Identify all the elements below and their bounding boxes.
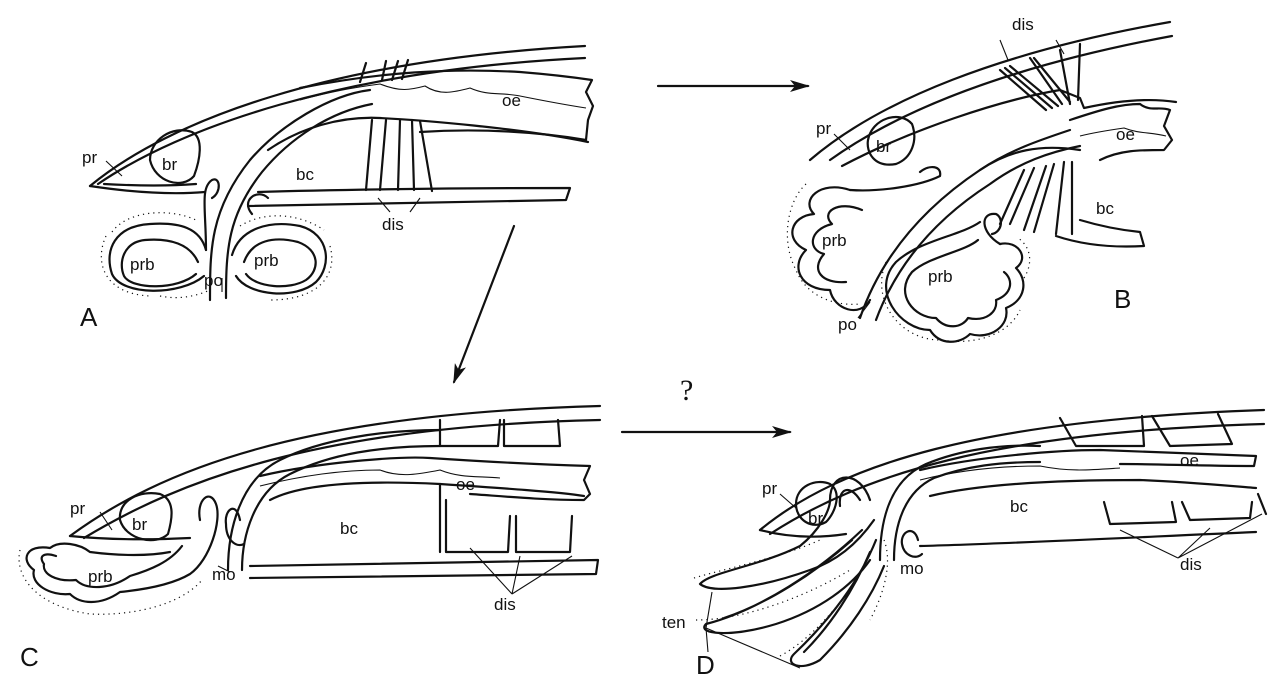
panel-a-body-cavity [248, 118, 588, 206]
panel-a-label-dis: dis [382, 215, 404, 234]
panel-a: pr br bc oe dis prb prb po A [80, 46, 593, 332]
panel-a-dissepiments [366, 120, 432, 191]
panel-a-oesophagus [300, 71, 593, 140]
panel-c-pharynx [228, 430, 440, 570]
panel-b-prb-right-inner [905, 240, 1010, 326]
panel-a-letter: A [80, 302, 98, 332]
panel-a-prb-right [232, 224, 326, 293]
panel-a-label-bc: bc [296, 165, 314, 184]
panel-c-body-cavity [250, 483, 598, 578]
panel-b-label-prb-left: prb [822, 231, 847, 250]
arrow-a-to-c [454, 226, 514, 382]
panel-a-label-pr: pr [82, 148, 97, 167]
panel-b-label-dis: dis [1012, 15, 1034, 34]
panel-c-prb [27, 497, 218, 602]
panel-d-body-cavity [920, 480, 1256, 546]
arrow-c-to-d-question: ? [680, 374, 693, 407]
panel-a-prb-right-stalk [248, 194, 268, 214]
panel-c: pr br oe bc prb mo dis C [19, 406, 600, 672]
panel-a-prosome-ventral [90, 184, 205, 193]
panel-c-label-pr: pr [70, 499, 85, 518]
panel-a-prb-left-stalk [205, 179, 219, 250]
panel-b-body-cavity [980, 148, 1144, 247]
panel-a-prb-left [110, 224, 206, 291]
panel-a-label-br: br [162, 155, 177, 174]
panel-a-label-oe: oe [502, 91, 521, 110]
panel-b-dis-lower [1000, 162, 1072, 234]
panel-b-label-pr: pr [816, 119, 831, 138]
panel-b-letter: B [1114, 284, 1131, 314]
panel-c-label-prb: prb [88, 567, 113, 586]
panel-a-label-po: po [204, 271, 223, 290]
panel-d-label-mo: mo [900, 559, 924, 578]
panel-b-cilia [787, 184, 1029, 341]
panel-a-pharynx [210, 90, 372, 300]
panel-c-dorsal-boxes [440, 420, 560, 446]
panel-d-label-pr: pr [762, 479, 777, 498]
panel-d-label-dis: dis [1180, 555, 1202, 574]
panel-d-label-oe: oe [1180, 451, 1199, 470]
panel-a-label-prb-left: prb [130, 255, 155, 274]
panel-c-label-mo: mo [212, 565, 236, 584]
panel-a-dorsal-septa [360, 60, 408, 82]
panel-b-label-br: br [876, 137, 891, 156]
panel-c-mouth-fold [226, 509, 244, 545]
panel-d: pr br oe bc mo dis ten D [662, 410, 1266, 677]
panel-c-label-bc: bc [340, 519, 358, 538]
panel-b-label-po: po [838, 315, 857, 334]
panel-d-leaders [706, 494, 1262, 668]
panel-c-letter: C [20, 642, 39, 672]
panel-d-dissepiments [1104, 494, 1266, 524]
panel-b: dis pr br oe bc prb prb po B [787, 15, 1176, 342]
panel-d-cilia [694, 540, 888, 656]
panel-b-label-bc: bc [1096, 199, 1114, 218]
panel-d-label-ten: ten [662, 613, 686, 632]
panel-b-pharynx [860, 130, 1080, 320]
panel-a-label-prb-right: prb [254, 251, 279, 270]
panel-b-label-oe: oe [1116, 125, 1135, 144]
panel-d-mouth-fold [902, 531, 922, 557]
panel-b-prb-right-stalk [984, 214, 1000, 244]
panel-d-letter: D [696, 650, 715, 677]
panel-c-label-oe: oe [456, 475, 475, 494]
panel-c-prosome-ventral [70, 536, 190, 539]
panel-d-tentacle-mid [704, 530, 870, 633]
panel-d-label-br: br [808, 509, 823, 528]
panel-c-oesophagus [260, 458, 590, 500]
panel-b-prb-left-stalk [850, 167, 940, 190]
panel-b-label-prb-right: prb [928, 267, 953, 286]
panel-c-label-dis: dis [494, 595, 516, 614]
panel-c-label-br: br [132, 515, 147, 534]
panel-d-label-bc: bc [1010, 497, 1028, 516]
panel-c-dissepiments [440, 484, 572, 552]
